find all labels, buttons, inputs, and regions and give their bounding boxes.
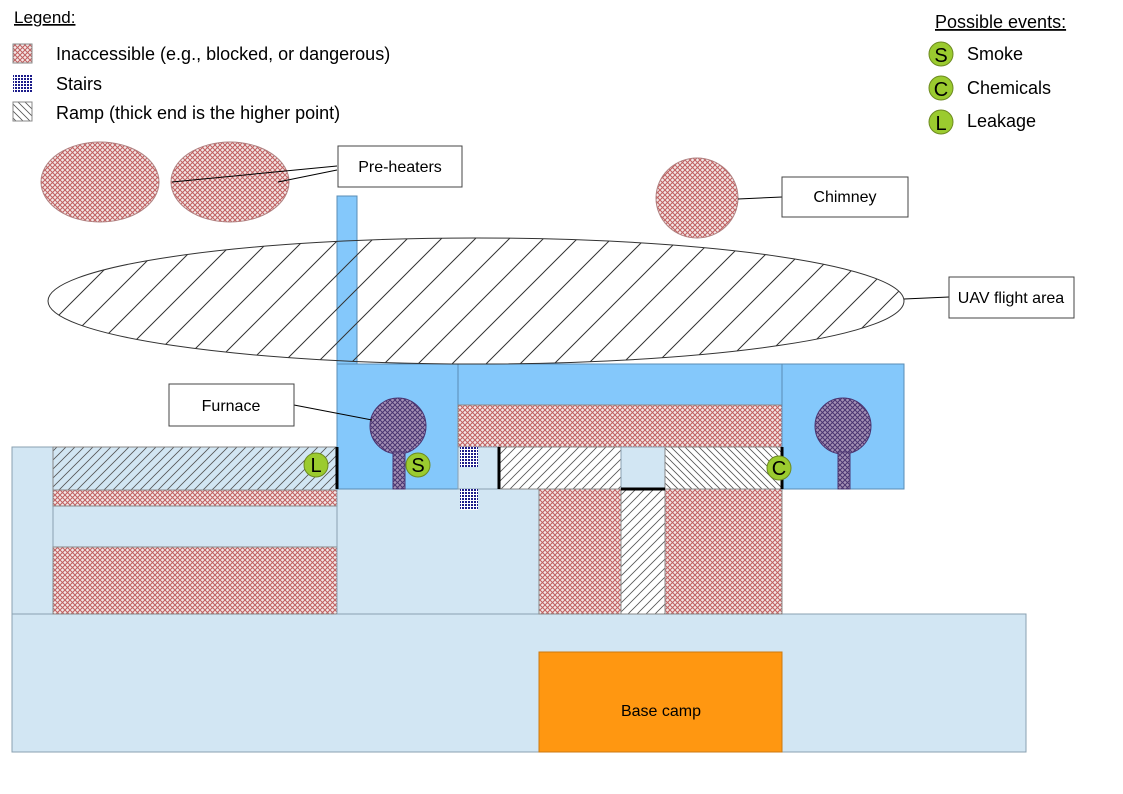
left-column bbox=[11, 446, 54, 615]
center-inaccessible-left bbox=[538, 488, 622, 615]
upper-corridor bbox=[457, 363, 783, 406]
right-dome bbox=[814, 397, 872, 455]
mid-landing bbox=[620, 446, 666, 490]
preheater-left-connector bbox=[171, 165, 338, 183]
furnace-stem bbox=[392, 451, 406, 490]
stairs-lower bbox=[460, 489, 478, 510]
legend: Legend: Inaccessible (e.g., blocked, or … bbox=[12, 8, 390, 123]
legend-label-inaccessible: Inaccessible (e.g., blocked, or dangerou… bbox=[56, 44, 390, 64]
map-marker-chemicals bbox=[766, 455, 792, 481]
map-marker-smoke bbox=[405, 452, 431, 478]
chimney-callout bbox=[781, 176, 909, 218]
event-label-leakage: Leakage bbox=[967, 111, 1036, 131]
event-marker-chemicals bbox=[928, 75, 954, 101]
event-label-chemicals: Chemicals bbox=[967, 78, 1051, 98]
mid-ramp-right bbox=[664, 446, 783, 490]
furnace-dome bbox=[369, 397, 427, 455]
upper-inaccessible bbox=[457, 404, 783, 448]
legend-swatch-stairs bbox=[13, 74, 32, 92]
preheater-right bbox=[170, 141, 290, 223]
furnace-label: Furnace bbox=[202, 398, 261, 415]
event-marker-smoke bbox=[928, 41, 954, 67]
event-letter-leakage: L bbox=[935, 113, 946, 135]
legend-title: Legend: bbox=[14, 8, 75, 27]
event-marker-leakage bbox=[928, 109, 954, 135]
chimney-shape bbox=[655, 157, 739, 239]
event-letter-chemicals: C bbox=[934, 79, 948, 101]
mid-ramp-left bbox=[498, 446, 622, 490]
preheaters-callout bbox=[337, 145, 463, 188]
left-inaccessible-strip bbox=[52, 489, 338, 507]
left-inaccessible-block bbox=[52, 546, 338, 615]
uav-flight-area bbox=[47, 237, 905, 365]
event-letter-smoke: S bbox=[934, 45, 947, 67]
base-camp bbox=[538, 651, 783, 753]
legend-swatch-inaccessible bbox=[12, 43, 33, 64]
center-ramp-vertical bbox=[620, 488, 666, 615]
chimney-connector bbox=[737, 196, 783, 200]
furnace-callout bbox=[168, 383, 295, 427]
uav-callout bbox=[948, 276, 1075, 319]
events-legend: Possible events: S Smoke C Chemicals L L… bbox=[928, 12, 1066, 135]
furnace-connector bbox=[293, 404, 373, 421]
legend-swatch-ramp bbox=[12, 101, 33, 122]
left-ramp bbox=[52, 446, 338, 491]
uav-label: UAV flight area bbox=[958, 290, 1065, 307]
center-inaccessible-right bbox=[664, 488, 783, 615]
ground-floor bbox=[11, 613, 1027, 753]
uav-connector bbox=[903, 296, 950, 300]
preheaters-label: Pre-heaters bbox=[358, 159, 442, 176]
map-marker-leakage-letter: L bbox=[310, 455, 321, 477]
map-marker-smoke-letter: S bbox=[411, 455, 424, 477]
legend-label-stairs: Stairs bbox=[56, 74, 102, 94]
event-label-smoke: Smoke bbox=[967, 44, 1023, 64]
stairs-upper bbox=[460, 447, 478, 467]
map-marker-chemicals-letter: C bbox=[772, 458, 786, 480]
center-floor bbox=[336, 488, 540, 615]
events-title: Possible events: bbox=[935, 12, 1066, 32]
chimney-label: Chimney bbox=[813, 189, 876, 206]
map-marker-leakage bbox=[303, 452, 329, 478]
legend-label-ramp: Ramp (thick end is the higher point) bbox=[56, 103, 340, 123]
base-camp-label: Base camp bbox=[621, 703, 701, 720]
right-dome-stem bbox=[837, 451, 851, 490]
preheater-right-connector bbox=[277, 169, 338, 183]
preheater-left bbox=[40, 141, 160, 223]
